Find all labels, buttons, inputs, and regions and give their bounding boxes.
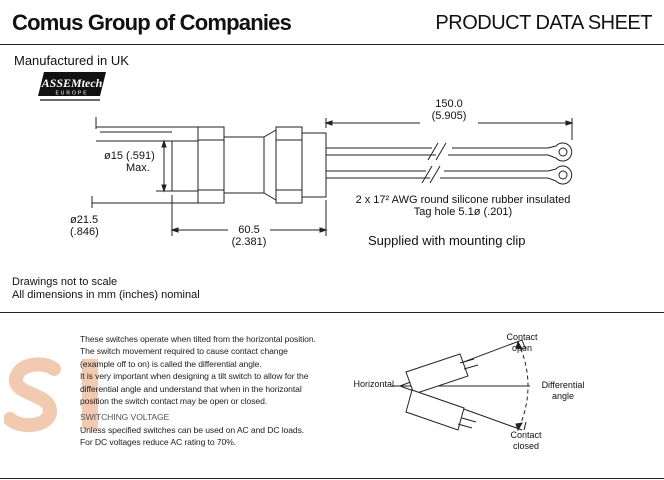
- description-text: These switches operate when tilted from …: [80, 333, 316, 449]
- sheet-title: PRODUCT DATA SHEET: [435, 12, 652, 34]
- differential-line1: Differential: [541, 380, 585, 390]
- switch-tube: [171, 140, 199, 192]
- dia21-in: (.846): [70, 226, 99, 238]
- dimension-note: All dimensions in mm (inches) nominal: [12, 289, 200, 301]
- body-length-label: 60.5 (2.381): [228, 224, 270, 248]
- switching-voltage-heading: SWITCHING VOLTAGE: [80, 412, 170, 423]
- company-name: Comus Group of Companies: [12, 10, 292, 35]
- dia21-mm: ø21.5: [70, 214, 99, 226]
- dia15-in: (.591): [126, 150, 155, 162]
- scale-note: Drawings not to scale: [12, 276, 118, 288]
- contact-open-line1: Contact: [506, 332, 538, 342]
- contact-closed-line1: Contact: [510, 430, 542, 440]
- mounting-clip-note: Supplied with mounting clip: [368, 233, 526, 248]
- description-para-1: These switches operate when tilted from …: [80, 334, 316, 344]
- differential-angle-diagram: Horizontal Contact open Differential ang…: [340, 326, 640, 466]
- section-divider: [0, 312, 664, 313]
- hex-nut-left: [197, 126, 225, 204]
- si-watermark: [4, 357, 98, 433]
- switch-tail: [301, 132, 327, 198]
- length-mm: 150.0: [435, 98, 463, 110]
- page-header: Comus Group of Companies PRODUCT DATA SH…: [0, 0, 664, 46]
- length-dimension: 150.0 (5.905): [420, 98, 478, 122]
- diameter-21-label: ø21.5 (.846): [70, 214, 114, 238]
- contact-open-label: Contact open: [500, 332, 544, 354]
- differential-line2: angle: [551, 391, 575, 401]
- contact-closed-line2: closed: [512, 441, 539, 451]
- description-para-2: The switch movement required to cause co…: [80, 346, 288, 369]
- body-mm: 60.5: [238, 224, 260, 236]
- dia15-mm: ø15: [104, 150, 123, 162]
- manufactured-in: Manufactured in UK: [14, 53, 129, 68]
- horizontal-label: Horizontal: [353, 379, 394, 389]
- dia15-note: Max.: [126, 162, 150, 174]
- wire-spec: 2 x 17² AWG round silicone rubber insula…: [340, 194, 586, 218]
- logo-sub-text: EUROPE: [55, 91, 88, 97]
- contact-open-line2: open: [511, 343, 533, 353]
- wire-spec-line2: Tag hole 5.1ø (.201): [413, 206, 513, 218]
- differential-angle-label: Differential angle: [536, 380, 590, 402]
- logo-main-text: ASSEMtech: [41, 76, 103, 90]
- description-para-3: It is very important when designing a ti…: [80, 371, 309, 407]
- switch-drawing: [91, 117, 574, 236]
- contact-closed-label: Contact closed: [504, 430, 548, 452]
- assemtech-logo: ASSEMtech EUROPE: [38, 70, 108, 104]
- wire-spec-line1: 2 x 17² AWG round silicone rubber insula…: [355, 194, 571, 206]
- diameter-15-label: ø15 (.591) Max.: [104, 150, 166, 174]
- description-para-4: Unless specified switches can be used on…: [80, 424, 305, 448]
- body-in: (2.381): [231, 236, 267, 248]
- switch-body: [223, 136, 265, 194]
- hex-nut-right: [275, 126, 303, 204]
- header-divider: [0, 44, 664, 45]
- length-in: (5.905): [431, 110, 467, 122]
- footer-divider: [0, 478, 664, 479]
